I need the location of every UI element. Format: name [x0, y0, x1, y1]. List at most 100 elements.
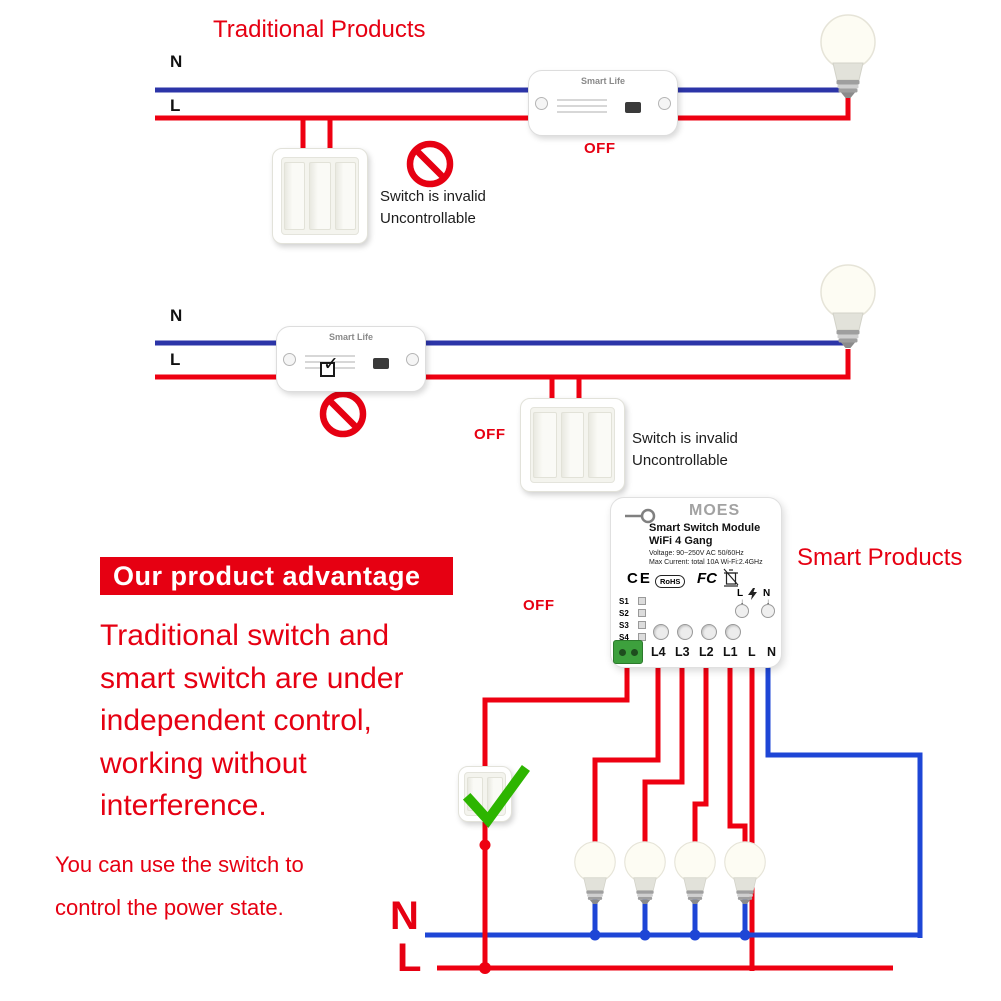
light-bulb-top — [820, 14, 876, 99]
junction-dot — [689, 929, 701, 941]
breaker-button — [625, 102, 641, 113]
feed-l2-wire — [692, 655, 709, 844]
green-check-icon — [462, 765, 530, 828]
switch-rocker — [284, 162, 306, 230]
down-arrow-icon: ↓ — [766, 597, 770, 606]
breaker-button — [373, 358, 389, 369]
s-terminal-labels: S1 S2 S3 S4 — [619, 596, 629, 644]
s-terminal-block — [638, 597, 646, 645]
module-subtitle: WiFi 4 Gang — [649, 535, 713, 547]
n-label-mid: N — [170, 306, 183, 325]
green-terminal-block — [613, 640, 643, 664]
checkbox-icon: ✓ — [320, 354, 339, 377]
screw-icon — [535, 97, 548, 110]
terminal-label-l1: L1 — [723, 645, 738, 659]
mains-input-l-label: L — [737, 588, 744, 599]
module-brand: MOES — [689, 502, 741, 519]
advantage-line: interference. — [100, 789, 267, 822]
terminal-screw-icon — [653, 624, 669, 640]
smart-breaker-mid: Smart Life — [276, 326, 426, 392]
switch-feed-wire — [482, 655, 630, 770]
section-title-traditional: Traditional Products — [213, 16, 426, 43]
s-terminal-label: S3 — [619, 621, 629, 630]
terminal-screw-icon — [677, 624, 693, 640]
terminal-hole — [619, 649, 626, 656]
invalid-note-mid: Switch is invalid Uncontrollable — [632, 428, 738, 472]
s-terminal-label: S4 — [619, 633, 629, 642]
terminal-label-l: L — [748, 645, 756, 659]
off-label-mid: OFF — [474, 426, 506, 443]
light-bulb-mid — [820, 264, 876, 349]
junction-dot — [639, 929, 651, 941]
terminal-hole — [631, 649, 638, 656]
switch-rocker — [334, 162, 356, 230]
terminal-screw-icon — [725, 624, 741, 640]
screw-icon — [406, 353, 419, 366]
advantage-line: smart switch are under — [100, 661, 404, 695]
terminal-screw-icon — [701, 624, 717, 640]
bus-l-label: L — [397, 936, 422, 980]
mains-input-n-label: N — [763, 588, 771, 599]
terminal-label-l4: L4 — [651, 645, 666, 659]
note-line: You can use the switch to — [55, 852, 304, 877]
l-label-mid: L — [170, 350, 181, 369]
invalid-text-line1: Switch is invalid — [632, 430, 738, 447]
breaker-brand-label: Smart Life — [328, 332, 373, 342]
s-terminal-label: S1 — [619, 597, 629, 606]
terminal-label-l3: L3 — [675, 645, 690, 659]
s-terminal-label: S2 — [619, 609, 629, 618]
feed-l3-wire — [642, 655, 685, 844]
screw-icon — [283, 353, 296, 366]
screw-icon — [658, 97, 671, 110]
n-label-top: N — [170, 52, 183, 71]
usage-note-text: You can use the switch to control the po… — [55, 843, 304, 929]
switch-panel — [530, 407, 615, 483]
off-label-top: OFF — [584, 140, 616, 157]
terminal-label-n: N — [767, 645, 777, 659]
bus-n-label: N — [390, 894, 419, 938]
smart-breaker-top: Smart Life — [528, 70, 678, 136]
fcc-mark: FC — [697, 570, 717, 587]
breaker-brand-label: Smart Life — [580, 76, 625, 86]
toggle-key-icon — [625, 508, 656, 524]
junction-dot — [479, 839, 491, 851]
module-spec-voltage: Voltage: 90~250V AC 50/60Hz — [649, 550, 744, 557]
check-glyph: ✓ — [323, 354, 339, 375]
invalid-note-top: Switch is invalid Uncontrollable — [380, 186, 486, 230]
invalid-text-line2: Uncontrollable — [632, 452, 728, 469]
light-bulb-1 — [574, 841, 616, 905]
light-bulb-3 — [674, 841, 716, 905]
advantage-banner: Our product advantage — [100, 557, 453, 595]
section-title-smart: Smart Products — [797, 544, 963, 571]
switch-rocker — [309, 162, 331, 230]
advantage-line: Traditional switch and — [100, 619, 390, 652]
wall-switch-3gang-top — [272, 148, 368, 244]
ce-mark: CE — [627, 570, 652, 587]
switch-panel — [281, 157, 359, 235]
l-wire-mid — [155, 349, 851, 380]
module-spec-current: Max Current: total 10A Wi-Fi:2.4GHz — [649, 559, 763, 566]
advantage-line: working without — [100, 746, 307, 780]
note-line: control the power state. — [55, 895, 284, 920]
down-arrow-icon: ↓ — [740, 597, 744, 606]
invalid-text-line2: Uncontrollable — [380, 210, 476, 227]
feed-l4-wire — [592, 655, 661, 844]
smart-switch-module: MOES Smart Switch Module WiFi 4 Gang Vol… — [610, 497, 782, 668]
terminal-screw-icon — [735, 604, 749, 618]
prohibition-icon — [319, 390, 367, 438]
weee-bin-icon — [723, 568, 739, 587]
off-label-smart: OFF — [523, 597, 555, 614]
prohibition-icon — [406, 140, 454, 188]
wall-switch-3gang-mid — [520, 398, 625, 492]
invalid-text-line1: Switch is invalid — [380, 188, 486, 205]
switch-rocker — [560, 412, 585, 478]
mains-n-wire — [765, 655, 923, 938]
light-bulb-2 — [624, 841, 666, 905]
light-bulb-4 — [724, 841, 766, 905]
junction-dot — [739, 929, 751, 941]
rohs-mark: RoHS — [655, 575, 686, 588]
feed-l1-wire — [727, 655, 748, 844]
junction-dot — [479, 962, 491, 974]
l-label-top: L — [170, 96, 181, 115]
